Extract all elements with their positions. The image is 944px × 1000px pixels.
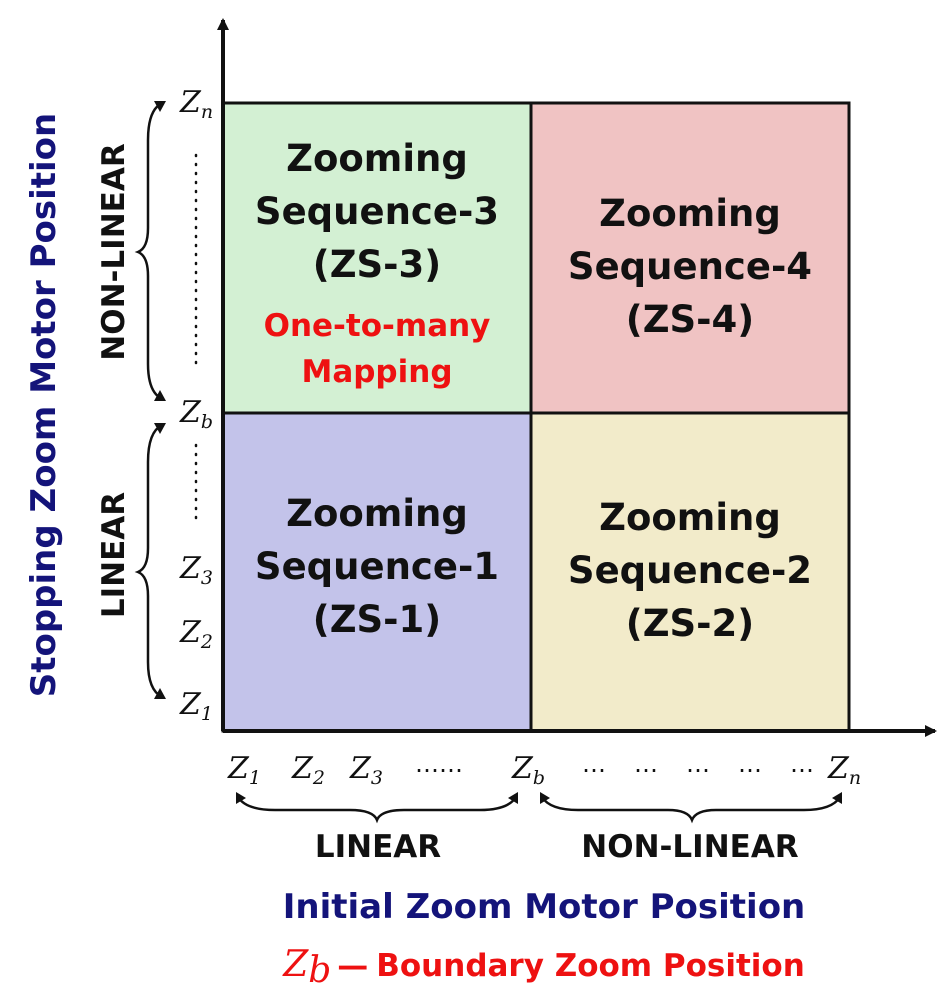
zs3-title-line3: (ZS-3) — [313, 243, 441, 286]
y-brace-linear — [134, 423, 163, 699]
zs2-cell — [529, 411, 851, 733]
x-brace-tip-1 — [236, 792, 246, 804]
y-tick-zn: Zn — [179, 85, 213, 123]
y-axis-title: Stopping Zoom Motor Position — [24, 113, 64, 698]
x-tick-z3: Z3 — [349, 751, 383, 789]
zs3-cell — [221, 101, 533, 415]
y-brace-tip-bottom — [154, 688, 166, 699]
x-dots-right: …………… — [582, 750, 814, 778]
zs1-title-line1: Zooming — [286, 492, 468, 535]
y-tick-zb: Zb — [179, 395, 213, 433]
zs3-title-line1: Zooming — [286, 137, 468, 180]
zs4-cell — [529, 101, 851, 415]
x-dots-left: …… — [415, 750, 463, 778]
zs3-title-line2: Sequence-3 — [255, 190, 499, 233]
y-tick-z3: Z3 — [179, 551, 213, 589]
zs3-note-line2: Mapping — [301, 354, 452, 390]
y-range-nonlinear: NON-LINEAR — [96, 143, 132, 361]
zs1-title-line3: (ZS-1) — [313, 598, 441, 641]
legend-symbol: Z — [282, 944, 309, 985]
y-tick-z1: Z1 — [179, 687, 213, 725]
x-range-nonlinear: NON-LINEAR — [581, 829, 799, 865]
y-brace-tip-mid1 — [154, 390, 166, 401]
x-brace-nonlinear — [540, 796, 842, 824]
x-tick-zb: Zb — [511, 751, 545, 789]
x-axis-title: Initial Zoom Motor Position — [283, 887, 806, 927]
x-brace-tip-3 — [540, 792, 550, 804]
y-range-linear: LINEAR — [96, 492, 132, 618]
zs1-title-line2: Sequence-1 — [255, 545, 499, 588]
y-brace-nonlinear — [134, 101, 163, 401]
y-tick-z2: Z2 — [179, 615, 213, 653]
y-brace-tip-mid2 — [154, 423, 166, 434]
zs2-title-line3: (ZS-2) — [626, 602, 754, 645]
x-tick-z1: Z1 — [227, 751, 261, 789]
x-brace-tip-2 — [508, 792, 518, 804]
zs4-title-line2: Sequence-4 — [568, 245, 812, 288]
zs2-title-line1: Zooming — [599, 496, 781, 539]
zs4-title-line1: Zooming — [599, 192, 781, 235]
zs4-title-line3: (ZS-4) — [626, 298, 754, 341]
y-brace-tip-top — [154, 101, 166, 112]
x-tick-zn: Zn — [827, 751, 861, 789]
legend-boundary: Zb—Boundary Zoom Position — [282, 944, 805, 991]
x-brace-linear — [236, 796, 518, 824]
zs3-note-line1: One-to-many — [264, 308, 491, 344]
x-brace-tip-4 — [832, 792, 842, 804]
x-tick-z2: Z2 — [291, 751, 325, 789]
zs1-cell — [221, 411, 533, 733]
zs2-title-line2: Sequence-2 — [568, 549, 812, 592]
x-range-linear: LINEAR — [315, 829, 441, 865]
